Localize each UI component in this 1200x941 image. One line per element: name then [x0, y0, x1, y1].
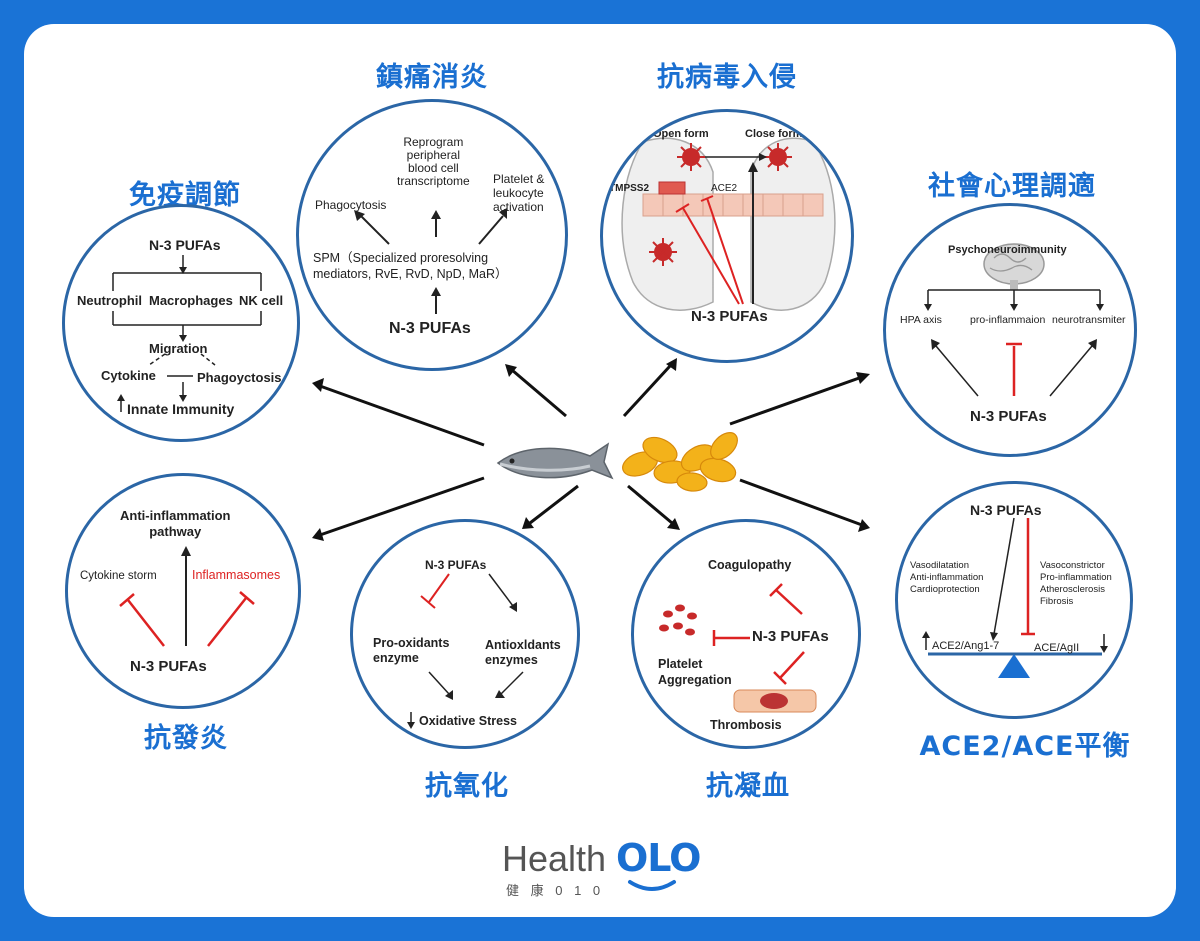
immune-neutrophil: Neutrophil — [77, 293, 142, 308]
antiinflam-pathway: Anti-inflammation pathway — [120, 508, 231, 540]
antivirus-ace2: ACE2 — [711, 183, 737, 194]
antiinflam-n3: N-3 PUFAs — [130, 658, 207, 675]
circle-anticoag: Coagulopathy N-3 PUFAs Platelet Aggregat… — [631, 519, 861, 749]
antiinflam-inflammasomes: Inflammasomes — [192, 568, 280, 582]
circle-antiox: N-3 PUFAs Pro-oxidants enzyme Antioxldan… — [350, 519, 580, 749]
immune-n3: N-3 PUFAs — [149, 237, 221, 253]
pain-spm: SPM（Specialized proresolving mediators, … — [313, 250, 507, 282]
logo: Health OLO 健 康 0 1 0 — [502, 838, 702, 898]
pain-n3: N-3 PUFAs — [389, 320, 471, 338]
ace-aceii: ACE/AgII — [1034, 642, 1079, 654]
antivirus-illustration — [603, 112, 854, 363]
circle-immune: N-3 PUFAs Neutrophil Macrophages NK cell… — [62, 204, 300, 442]
antiinflam-storm: Cytokine storm — [80, 570, 157, 582]
ace-n3: N-3 PUFAs — [970, 502, 1042, 518]
anticoag-coag: Coagulopathy — [708, 558, 791, 572]
circle-ace: N-3 PUFAs Vasodilatation Anti-inflammati… — [895, 481, 1133, 719]
immune-cytokine: Cytokine — [101, 368, 156, 383]
title-antiox: 抗氧化 — [425, 764, 509, 803]
content-panel — [24, 24, 1176, 917]
psych-n3: N-3 PUFAs — [970, 408, 1047, 425]
anticoag-n3: N-3 PUFAs — [752, 628, 829, 645]
fulcrum-icon — [998, 654, 1030, 678]
antiox-n3: N-3 PUFAs — [425, 558, 486, 572]
title-anticoag: 抗凝血 — [706, 764, 790, 803]
circle-pain: Reprogram peripheral blood cell transcri… — [296, 99, 568, 371]
ace-right: Vasoconstrictor Pro-inflammation Atheros… — [1040, 560, 1112, 608]
antiox-stress: Oxidative Stress — [419, 714, 517, 728]
antiox-antiox: Antioxldants enzymes — [485, 638, 561, 668]
immune-nk: NK cell — [239, 293, 283, 308]
antivirus-close: Close form — [745, 128, 802, 140]
pain-reprogram: Reprogram peripheral blood cell transcri… — [397, 136, 470, 188]
immune-phago: Phagoyctosis — [197, 370, 282, 385]
psych-proinf: pro-inflammaion — [970, 314, 1045, 326]
title-pain: 鎮痛消炎 — [376, 55, 488, 94]
antivirus-n3: N-3 PUFAs — [691, 308, 768, 325]
platelet-icon — [659, 605, 697, 636]
circle-antiinflam: Anti-inflammation pathway Cytokine storm… — [65, 473, 301, 709]
immune-macrophages: Macrophages — [149, 293, 233, 308]
anticoag-platelet: Platelet Aggregation — [658, 656, 732, 688]
psych-hpa: HPA axis — [900, 314, 942, 326]
psych-neuro: neurotransmiter — [1052, 314, 1126, 326]
ace-left: Vasodilatation Anti-inflammation Cardiop… — [910, 560, 983, 596]
antiox-prox: Pro-oxidants enzyme — [373, 636, 449, 666]
pain-platelet: Platelet & leukocyte activation — [493, 172, 544, 214]
title-psych: 社會心理調適 — [928, 164, 1096, 203]
title-ace: ACE2/ACE平衡 — [920, 724, 1131, 763]
antivirus-open: Open form — [653, 128, 709, 140]
circle-antivirus: Open form Close form TMPSS2 ACE2 N-3 PUF… — [600, 109, 854, 363]
immune-innate: Innate Immunity — [127, 401, 234, 417]
psych-top: Psychoneuroimmunity — [948, 244, 1067, 256]
title-antiinflam: 抗發炎 — [144, 716, 228, 755]
title-antivirus: 抗病毒入侵 — [657, 55, 797, 94]
immune-migration: Migration — [149, 341, 208, 356]
anticoag-thrombosis: Thrombosis — [710, 718, 782, 732]
vessel-icon — [734, 690, 816, 712]
logo-sub: 健 康 0 1 0 — [506, 880, 604, 899]
ace-ace2: ACE2/Ang1-7 — [932, 640, 999, 652]
antivirus-tmpss2: TMPSS2 — [609, 183, 649, 194]
circle-psych: Psychoneuroimmunity HPA axis pro-inflamm… — [883, 203, 1137, 457]
pain-phago: Phagocytosis — [315, 198, 386, 212]
